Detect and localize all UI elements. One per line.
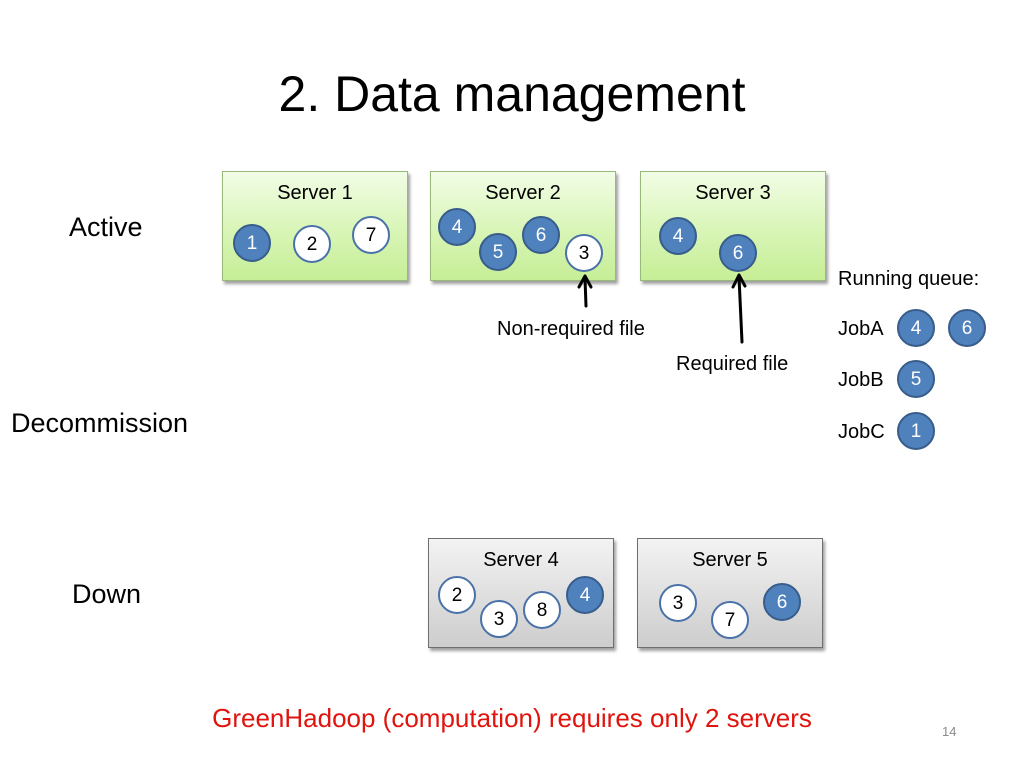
file-circle: 5 [479, 233, 517, 271]
required-file-label: Required file [676, 353, 789, 375]
job-c-label: JobC [838, 421, 885, 443]
running-queue-title: Running queue: [838, 268, 980, 290]
job-b-label: JobB [838, 369, 884, 391]
file-circle: 6 [522, 216, 560, 254]
file-circle: 6 [763, 583, 801, 621]
row-label-active: Active [69, 212, 143, 242]
row-label-decommission: Decommission [11, 408, 189, 438]
server-3-box: Server 3 4 6 [640, 171, 826, 281]
slide-number: 14 [942, 724, 957, 739]
server-4-box: Server 4 2 3 8 4 [428, 538, 614, 648]
job-a-label: JobA [838, 318, 884, 340]
file-circle: 8 [523, 591, 561, 629]
job-a-file: 6 [948, 309, 986, 347]
file-circle: 4 [566, 576, 604, 614]
row-label-down: Down [72, 579, 142, 609]
non-required-arrow [577, 274, 593, 308]
file-circle: 6 [719, 234, 757, 272]
slide-title: 2. Data management [278, 66, 746, 122]
file-circle: 2 [293, 225, 331, 263]
file-circle: 7 [711, 601, 749, 639]
file-circle: 2 [438, 576, 476, 614]
file-circle: 4 [438, 208, 476, 246]
job-a-file: 4 [897, 309, 935, 347]
file-circle: 3 [480, 600, 518, 638]
job-c-file: 1 [897, 412, 935, 450]
server-label: Server 5 [692, 549, 768, 571]
server-label: Server 1 [277, 182, 353, 204]
footer-note: GreenHadoop (computation) requires only … [212, 703, 812, 733]
required-arrow [731, 273, 747, 344]
file-circle: 4 [659, 217, 697, 255]
non-required-file-label: Non-required file [497, 318, 645, 340]
server-label: Server 2 [485, 182, 561, 204]
file-circle: 1 [233, 224, 271, 262]
server-1-box: Server 1 1 2 7 [222, 171, 408, 281]
server-label: Server 3 [695, 182, 771, 204]
server-2-box: Server 2 4 5 6 3 [430, 171, 616, 281]
file-circle: 7 [352, 216, 390, 254]
server-label: Server 4 [483, 549, 559, 571]
job-b-file: 5 [897, 360, 935, 398]
server-5-box: Server 5 3 7 6 [637, 538, 823, 648]
file-circle: 3 [659, 584, 697, 622]
file-circle: 3 [565, 234, 603, 272]
